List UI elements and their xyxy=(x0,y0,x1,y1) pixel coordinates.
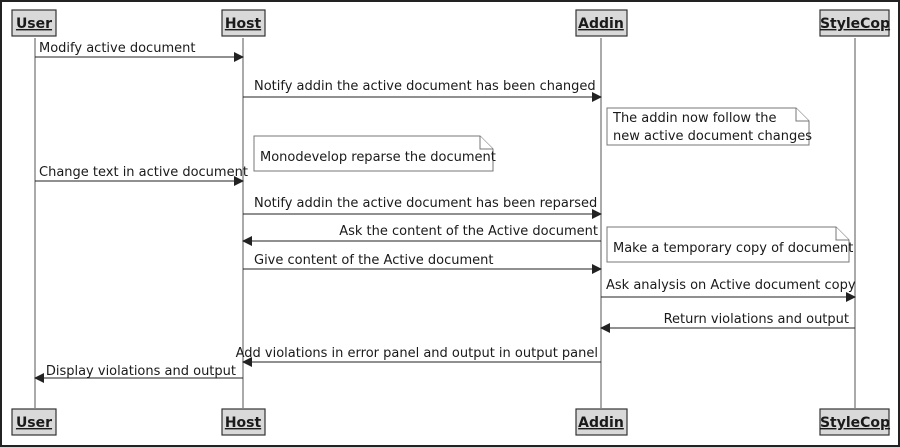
message-ask-analysis: Ask analysis on Active document copy xyxy=(601,278,856,302)
actor-addin-top: Addin xyxy=(575,9,628,37)
actor-host-bottom-label: Host xyxy=(225,415,262,431)
message-label: Notify addin the active document has bee… xyxy=(254,196,597,211)
message-label: Display violations and output xyxy=(46,364,236,379)
note-line: Monodevelop reparse the document xyxy=(260,150,496,165)
message-display-violations: Display violations and output xyxy=(34,364,243,383)
actor-addin-top-label: Addin xyxy=(578,16,624,32)
actor-host-top: Host xyxy=(221,9,266,37)
note-line: new active document changes xyxy=(613,129,812,144)
message-notify-reparsed: Notify addin the active document has bee… xyxy=(243,196,602,219)
message-label: Change text in active document xyxy=(39,165,248,180)
actor-addin-bottom-label: Addin xyxy=(578,415,624,431)
actor-user-bottom-label: User xyxy=(16,415,52,431)
message-label: Add violations in error panel and output… xyxy=(236,346,598,361)
note-temporary-copy: Make a temporary copy of document xyxy=(606,226,853,263)
message-label: Return violations and output xyxy=(664,312,849,327)
actor-host-bottom: Host xyxy=(221,408,266,436)
note-line: Make a temporary copy of document xyxy=(613,241,853,256)
actor-user-bottom: User xyxy=(11,408,57,436)
actor-addin-bottom: Addin xyxy=(575,408,628,436)
message-give-content: Give content of the Active document xyxy=(243,253,602,274)
message-label: Give content of the Active document xyxy=(254,253,493,268)
message-notify-changed: Notify addin the active document has bee… xyxy=(243,79,602,102)
message-label: Notify addin the active document has bee… xyxy=(254,79,596,94)
actor-stylecop-bottom-label: StyleCop xyxy=(820,415,890,431)
note-monodevelop-reparse: Monodevelop reparse the document xyxy=(253,135,496,172)
actor-stylecop-bottom: StyleCop xyxy=(819,408,890,436)
note-addin-follow-changes: The addin now follow the new active docu… xyxy=(606,107,812,146)
message-label: Modify active document xyxy=(39,41,195,56)
message-return-violations: Return violations and output xyxy=(600,312,855,333)
actor-user-top: User xyxy=(11,9,57,37)
actor-host-top-label: Host xyxy=(225,16,262,32)
message-change-text: Change text in active document xyxy=(35,165,248,186)
message-add-violations: Add violations in error panel and output… xyxy=(236,346,601,367)
actor-stylecop-top: StyleCop xyxy=(819,9,890,37)
note-line: The addin now follow the xyxy=(612,111,777,126)
actor-stylecop-top-label: StyleCop xyxy=(820,16,890,32)
message-label: Ask the content of the Active document xyxy=(339,224,598,239)
message-modify-active-document: Modify active document xyxy=(35,41,244,62)
message-ask-content: Ask the content of the Active document xyxy=(242,224,601,246)
message-label: Ask analysis on Active document copy xyxy=(606,278,856,293)
actor-user-top-label: User xyxy=(16,16,52,32)
